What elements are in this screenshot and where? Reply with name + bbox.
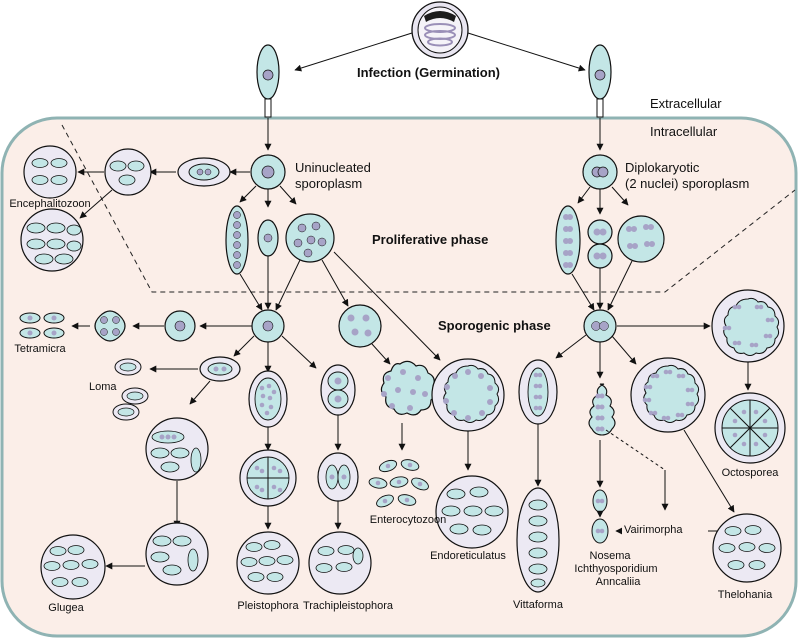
- germinating-spore-left: [256, 44, 280, 118]
- pleistophora-sporont: [248, 370, 288, 428]
- pleistophora-spores: [236, 531, 300, 595]
- proliferative-phase-label: Proliferative phase: [372, 232, 489, 247]
- nosema-label: Nosema: [589, 550, 631, 562]
- encephalitozoon-vacuole-2: [104, 148, 152, 196]
- encephalitozoon-vacuole-3: [23, 145, 77, 199]
- endoreticulatus-plasmodium: [431, 358, 505, 432]
- trachipleistophora-sporoblast: [317, 452, 359, 502]
- enterocytozoon-spores: [368, 459, 429, 508]
- sporogenic-cell-left: [251, 309, 285, 343]
- glugea-spores: [40, 534, 106, 600]
- glugea-xenoma-2: [145, 522, 209, 586]
- thelohania-label: Thelohania: [717, 589, 773, 601]
- vittaforma-label: Vittaforma: [513, 599, 563, 611]
- enterocytozoon-plasmodium: [380, 360, 437, 416]
- trachipleistophora-sporont: [320, 364, 356, 416]
- infection-label: Infection (Germination): [357, 65, 500, 80]
- loma-label: Loma: [89, 381, 117, 393]
- ichthyosporidium-label: Ichthyosporidium: [574, 563, 658, 575]
- uninucleated-label-line1: Uninucleated: [295, 160, 371, 175]
- enterocytozoon-label: Enterocytozoon: [369, 514, 447, 526]
- nosema-spore: [591, 518, 609, 544]
- octosporea-octospores: [714, 392, 786, 464]
- tetramicra-spores: [19, 312, 65, 339]
- endoreticulatus-label: Endoreticulatus: [430, 550, 506, 562]
- loma-xenoma: [199, 356, 241, 382]
- tetramicra-tetrad: [94, 310, 126, 342]
- proliferative-plasmodium: [285, 213, 335, 263]
- germinating-spore-right: [588, 44, 612, 118]
- pleistophora-label: Pleistophora: [237, 600, 299, 612]
- enterocytozoon-precursor: [338, 304, 382, 348]
- diplokaryotic-sporoplasm-cell: [582, 154, 618, 190]
- glugea-label: Glugea: [48, 602, 84, 614]
- vittaforma-sporont: [518, 359, 558, 425]
- pleistophora-sporophorous-vesicle: [239, 449, 297, 507]
- vittaforma-spores: [516, 487, 560, 593]
- tetramicra-label: Tetramicra: [14, 343, 66, 355]
- uninucleated-sporoplasm-cell: [250, 154, 286, 190]
- phase-boundary: [61, 124, 796, 293]
- anncaliia-label: Anncaliia: [595, 576, 641, 588]
- diplokaryotic-plasmodium: [617, 215, 665, 263]
- sporogenic-phase-label: Sporogenic phase: [438, 318, 551, 333]
- loma-spores: [112, 358, 149, 421]
- vairimorpha-label: Vairimorpha: [622, 524, 685, 536]
- intracellular-label: Intracellular: [650, 124, 718, 139]
- proliferative-small-cell: [257, 219, 279, 257]
- diplokaryotic-dividing-cell: [587, 219, 613, 269]
- endoreticulatus-spores: [435, 475, 509, 549]
- thelohania-spores: [712, 513, 782, 583]
- glugea-xenoma-1: [145, 417, 209, 481]
- nosema-chain: [588, 383, 616, 436]
- encephalitozoon-label: Encephalitozoon: [9, 198, 91, 210]
- uninucleated-label-line2: sporoplasm: [295, 176, 363, 191]
- octosporea-plasmodium: [711, 289, 785, 363]
- octosporea-label: Octosporea: [721, 467, 779, 479]
- spore-icon: [411, 1, 469, 59]
- extracellular-label: Extracellular: [650, 96, 722, 111]
- nosema-sporoblast: [592, 489, 608, 513]
- diplokaryotic-label-line2: (2 nuclei) sporoplasm: [625, 176, 750, 191]
- trachipleistophora-spores: [308, 531, 372, 595]
- tetramicra-precursor: [164, 310, 196, 342]
- diplokaryotic-chain-cell: [555, 205, 581, 275]
- proliferative-chain-cell: [225, 205, 249, 275]
- thelohania-plasmodium: [630, 357, 706, 433]
- trachipleistophora-label: Trachipleistophora: [302, 600, 394, 612]
- encephalitozoon-spores: [20, 208, 84, 272]
- diplokaryotic-label-line1: Diplokaryotic: [625, 160, 700, 175]
- sporogenic-cell-right: [583, 309, 617, 343]
- encephalitozoon-vacuole: [177, 157, 231, 187]
